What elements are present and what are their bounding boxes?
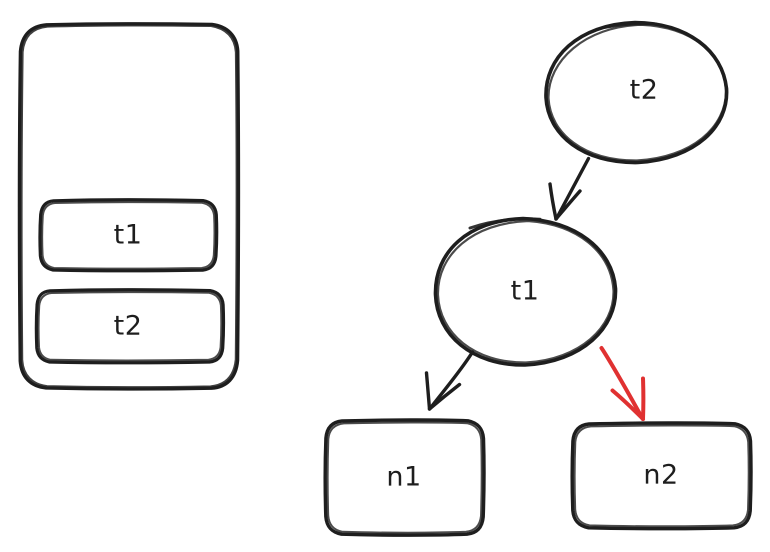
edge-t1-to-n2[interactable]	[599, 346, 646, 421]
stack-item-t2-shape[interactable]	[34, 288, 226, 365]
node-ellipse-t2[interactable]	[546, 22, 727, 163]
box-n2-label: n2	[643, 459, 679, 491]
stack-item-t1[interactable]	[40, 200, 217, 271]
stack-item-t2-label: t2	[113, 310, 143, 342]
box-n1-label: n1	[386, 461, 422, 493]
ellipse-t1-label: t1	[510, 275, 540, 307]
node-box-n1[interactable]	[325, 419, 484, 536]
box-n2-shape[interactable]	[570, 421, 753, 531]
node-ellipse-t1[interactable]	[435, 218, 616, 366]
edge-t1-to-n1[interactable]	[424, 350, 475, 411]
stack-item-t1-shape[interactable]	[38, 198, 219, 273]
box-n1-shape[interactable]	[323, 418, 486, 537]
ellipse-t2-shape[interactable]	[544, 20, 729, 165]
edge-t2-to-t1[interactable]	[548, 156, 591, 221]
node-box-n2[interactable]	[572, 422, 751, 529]
stack-item-t1-label: t1	[113, 219, 143, 251]
stack-item-t2[interactable]	[36, 290, 224, 363]
ellipse-t2-label: t2	[629, 74, 659, 106]
rounded-stack-container[interactable]	[17, 22, 241, 391]
ellipse-t1-shape[interactable]	[433, 216, 618, 367]
